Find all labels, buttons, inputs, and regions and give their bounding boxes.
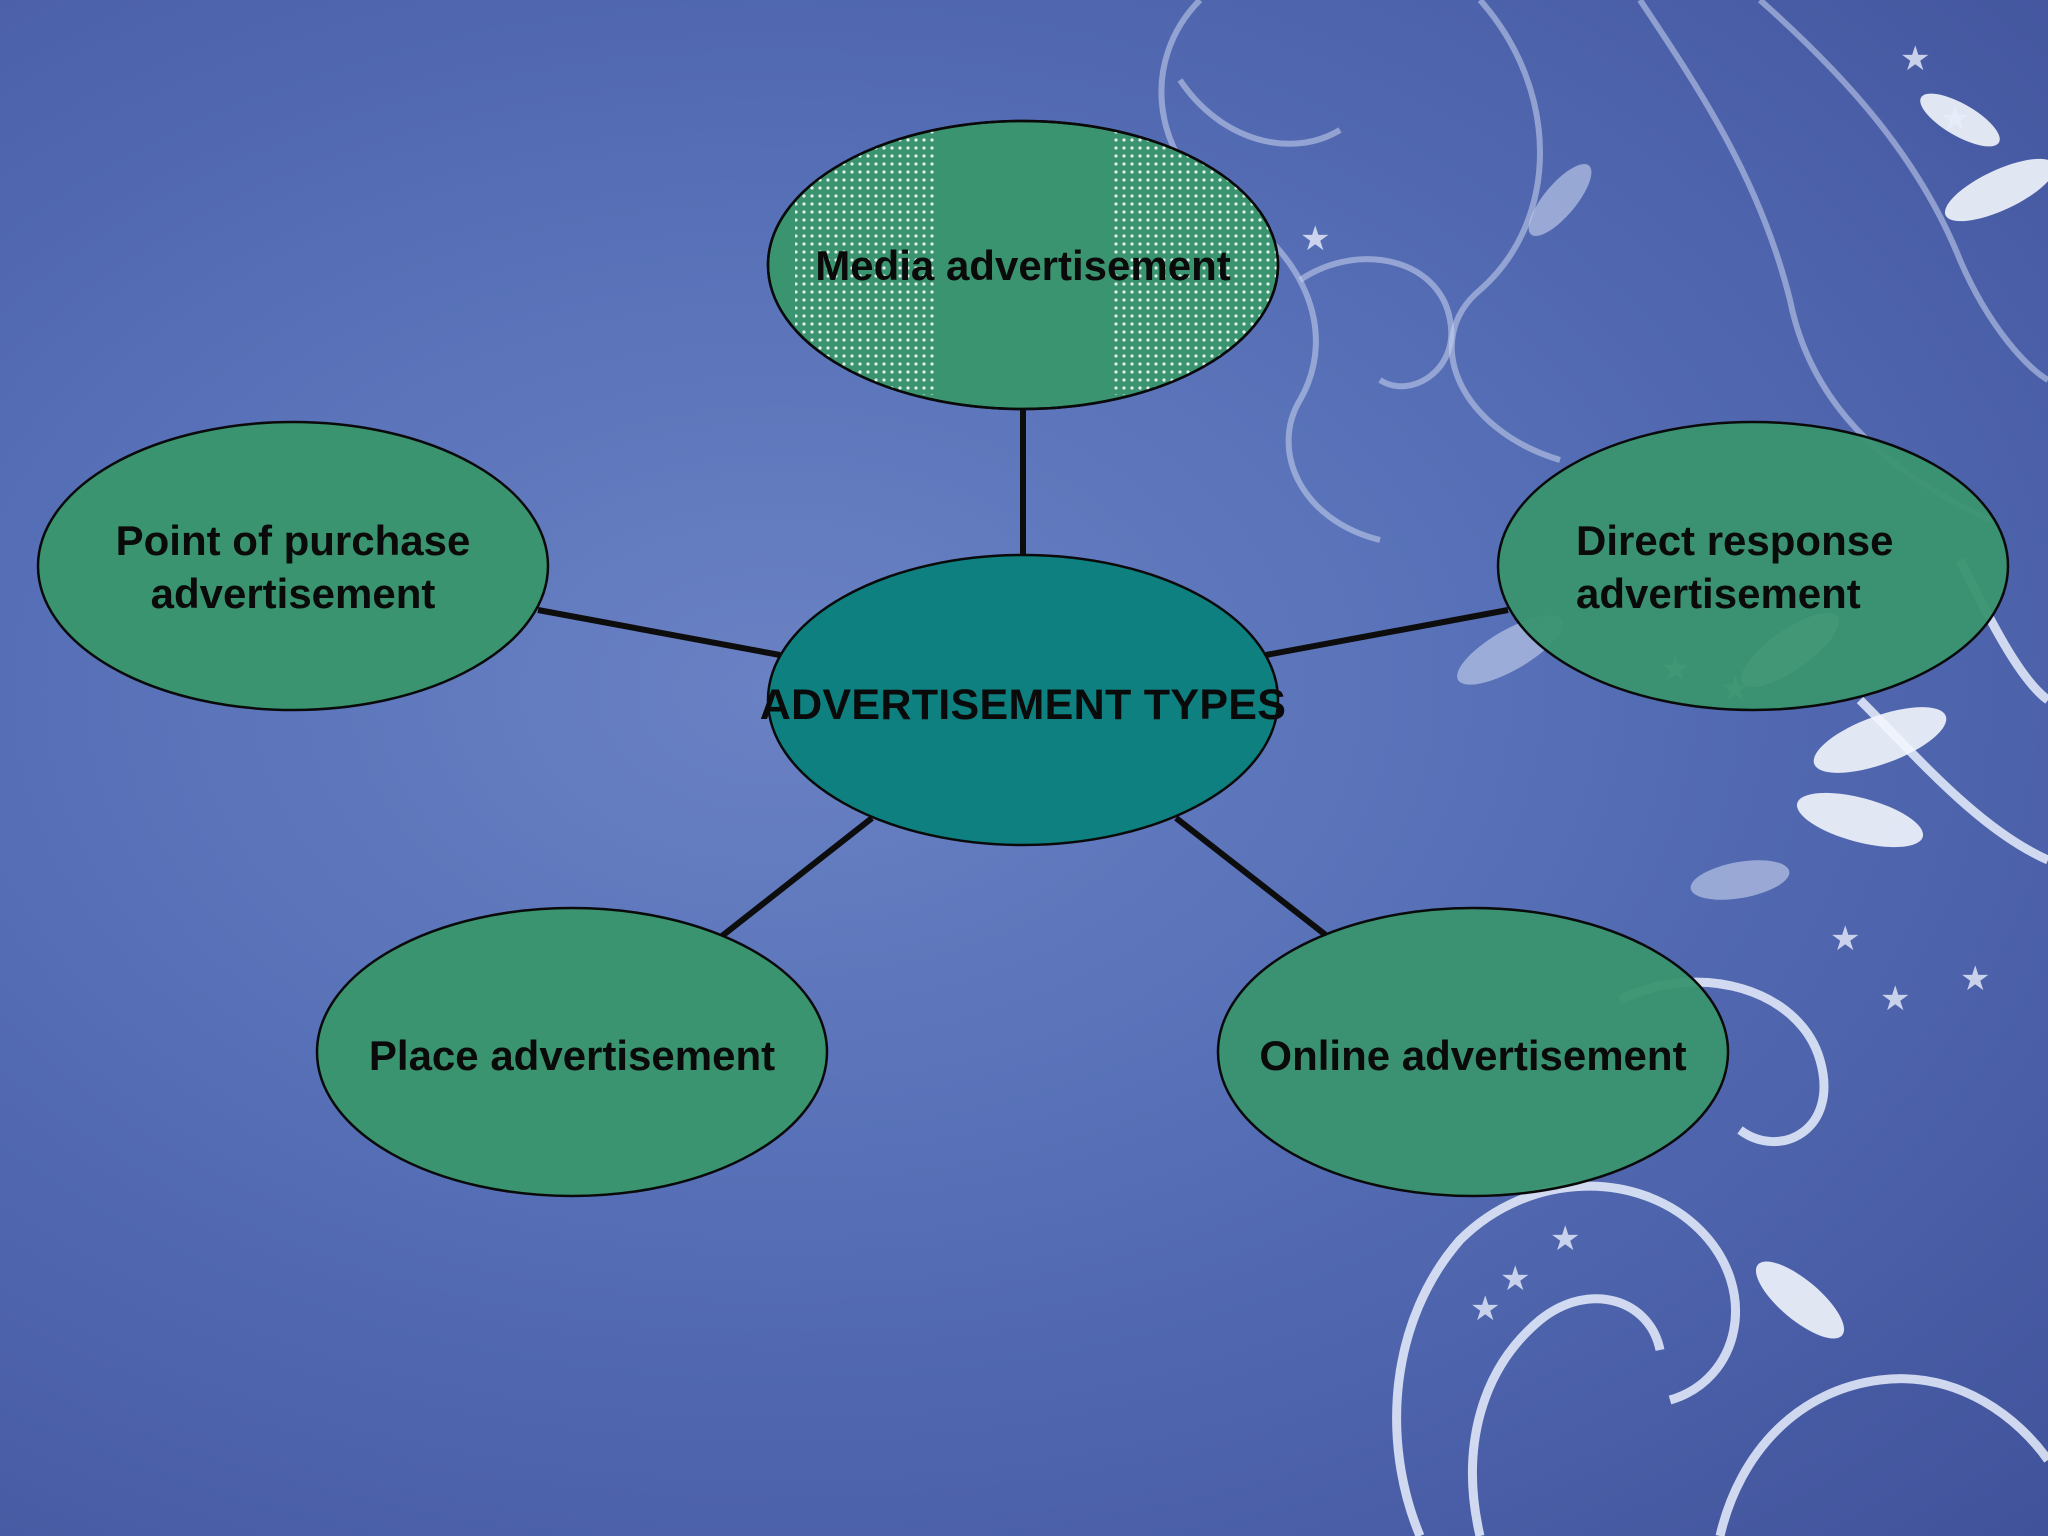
svg-text:★: ★ xyxy=(1960,959,1990,999)
connector-online xyxy=(1174,815,1329,939)
node-pop-label: Point of purchase advertisement xyxy=(115,517,471,617)
node-online-label: Online advertisement xyxy=(1259,1031,1687,1079)
svg-text:★: ★ xyxy=(1300,219,1330,259)
node-online-ellipse xyxy=(1216,906,1730,1198)
connector-place xyxy=(720,815,874,939)
connector-lines xyxy=(537,410,1509,939)
svg-text:★: ★ xyxy=(1500,1259,1530,1299)
svg-text:★: ★ xyxy=(1880,979,1910,1019)
svg-text:★: ★ xyxy=(1470,1289,1500,1329)
node-media-label: Media advertisement xyxy=(815,241,1231,289)
connector-pop xyxy=(537,607,781,658)
node-direct-ellipse xyxy=(1496,420,2010,712)
node-place-ellipse xyxy=(315,906,829,1198)
svg-text:★: ★ xyxy=(1940,99,1970,139)
node-direct-label: Direct response advertisement xyxy=(1576,517,1894,617)
node-pop-ellipse xyxy=(36,420,550,712)
svg-text:★: ★ xyxy=(1900,39,1930,79)
node-place-label: Place advertisement xyxy=(368,1031,776,1079)
center-ellipse xyxy=(766,553,1280,847)
connector-direct xyxy=(1265,607,1509,658)
svg-text:★: ★ xyxy=(1830,919,1860,959)
svg-text:★: ★ xyxy=(1550,1219,1580,1259)
center-label: ADVERTISEMENT TYPES xyxy=(759,680,1287,729)
